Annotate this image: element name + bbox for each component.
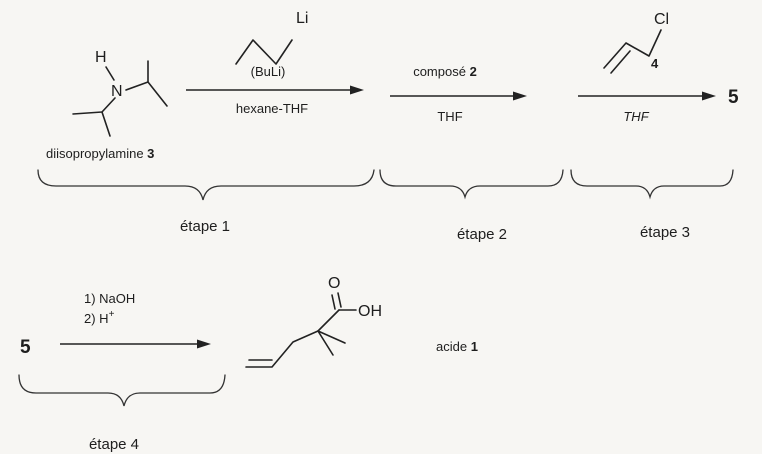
step3-solvent-below: THF: [623, 109, 649, 124]
allyl-chloride-structure: Cl 4: [603, 11, 669, 74]
atom-cl: Cl: [654, 11, 669, 28]
intermediate-5-after-step3: 5: [728, 87, 739, 108]
atom-o: O: [328, 275, 340, 292]
step2-arrow: [390, 91, 527, 101]
step1-reagent-above: (BuLi): [251, 64, 286, 79]
bond-quaternary-methyl-2: [317, 330, 334, 356]
step2-reagent-above: composé 2: [413, 64, 477, 79]
step4-label: étape 4: [89, 436, 139, 453]
bond-carbonyl-a: [331, 294, 336, 310]
bond-n-isopropyl-left: [72, 97, 116, 115]
atom-h: H: [95, 49, 107, 66]
step1-arrow: [186, 85, 364, 95]
bond-n-isopropyl-right: [125, 81, 168, 107]
step1-label: étape 1: [180, 218, 230, 235]
step2-brace: [379, 169, 564, 200]
bond-carbonyl-b: [337, 292, 342, 308]
bond-allyl-double: [610, 50, 631, 74]
step4-brace: [18, 374, 226, 407]
step3-arrow: [578, 91, 716, 101]
step1-solvent-below: hexane-THF: [236, 101, 308, 116]
step3-brace: [570, 169, 734, 200]
product-acid-structure: O OH: [245, 275, 382, 368]
atom-li: Li: [296, 10, 308, 27]
step2-solvent-below: THF: [437, 109, 462, 124]
bond-n-h: [105, 66, 115, 81]
butyllithium-structure: Li: [235, 10, 308, 65]
atom-n: N: [111, 83, 123, 100]
bond-isopropyl-left-methyl: [101, 111, 111, 137]
intermediate-5-start-step4: 5: [20, 337, 31, 358]
step3-label: étape 3: [640, 224, 690, 241]
step1-brace: [37, 169, 375, 201]
diisopropylamine-label: diisopropylamine 3: [46, 146, 154, 161]
reagent-4-number: 4: [651, 56, 659, 71]
bond-allyl-chain: [603, 29, 662, 69]
bond-quaternary-methyl-1: [317, 330, 346, 344]
step4-reagent-line2: 2) H+: [84, 309, 115, 326]
diisopropylamine-structure: H N diisopropylamine 3: [46, 49, 168, 161]
bond-butyl-chain: [235, 39, 293, 65]
product-label: acide 1: [436, 339, 478, 354]
step2-label: étape 2: [457, 226, 507, 243]
step4-arrow: [60, 339, 211, 349]
atom-oh: OH: [358, 303, 382, 320]
bond-product-chain: [245, 309, 340, 368]
step4-reagent-line1: 1) NaOH: [84, 291, 135, 306]
